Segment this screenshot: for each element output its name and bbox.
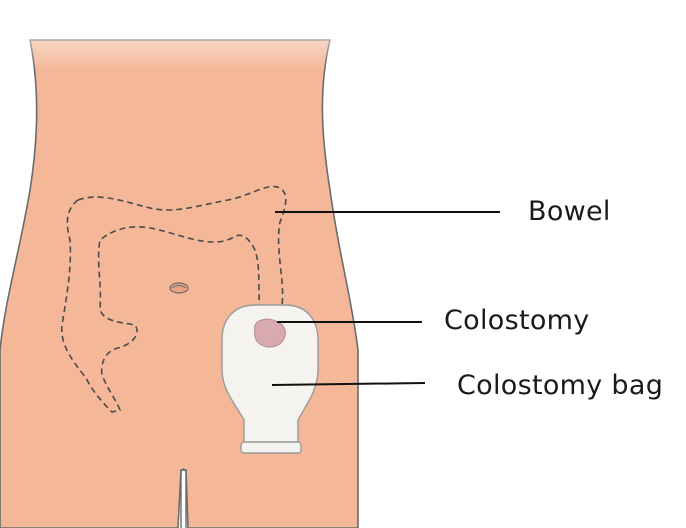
top-fade xyxy=(0,0,360,70)
bowel-label: Bowel xyxy=(528,198,611,225)
colostomy-label: Colostomy xyxy=(444,307,590,334)
leg-gap xyxy=(181,469,186,528)
navel xyxy=(170,283,188,293)
colostomy-bag-label: Colostomy bag xyxy=(457,372,663,399)
stoma xyxy=(255,319,286,347)
